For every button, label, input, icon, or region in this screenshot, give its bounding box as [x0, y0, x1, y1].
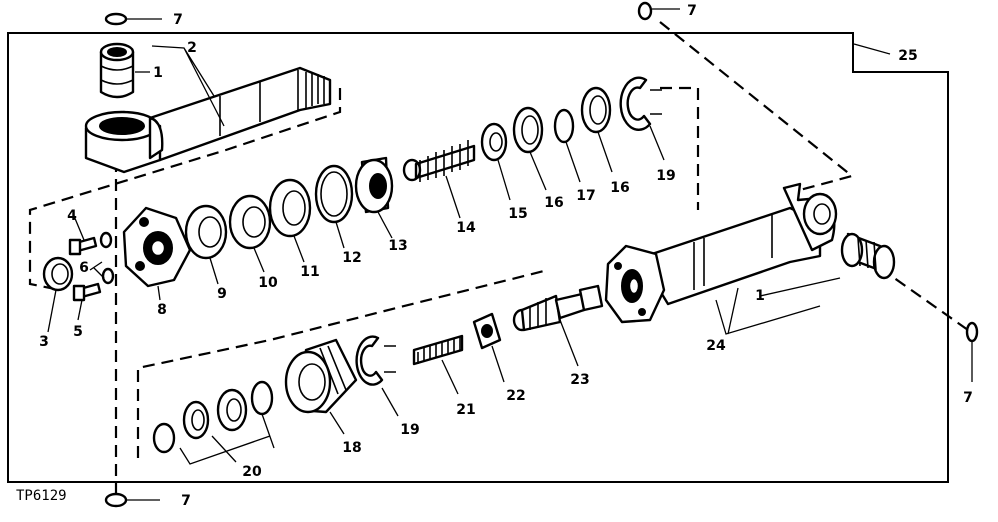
upper-assembly-dashed-line [28, 88, 342, 292]
leader-lines [47, 8, 973, 501]
piston-rod-upper [84, 66, 332, 174]
callout-16-a: 16 [544, 195, 563, 211]
o-ring-right [965, 321, 979, 343]
callout-20: 20 [242, 464, 262, 480]
callout-22: 22 [506, 388, 525, 404]
callout-3: 3 [39, 334, 49, 350]
callout-18: 18 [342, 440, 361, 456]
seal-9 [184, 204, 228, 260]
callout-7-top-left: 7 [173, 12, 183, 28]
callout-5: 5 [73, 324, 83, 340]
cap-screw-4 [68, 236, 98, 256]
callout-21: 21 [456, 402, 475, 418]
callout-24: 24 [706, 338, 726, 354]
callout-19-upper: 19 [656, 168, 675, 184]
o-ring-12-inner [320, 171, 348, 217]
cylinder-barrel-24 [604, 182, 838, 324]
callout-19-lower: 19 [400, 422, 419, 438]
upper-right-dashed-line [660, 86, 700, 210]
spring-14 [402, 140, 476, 182]
lock-washer-6a [99, 231, 113, 249]
callout-10: 10 [258, 275, 278, 291]
callout-14: 14 [456, 220, 476, 236]
figure-id: TP6129 [16, 488, 67, 504]
o-ring-12 [314, 164, 354, 224]
split-ring-19a [619, 76, 662, 131]
washer-15 [480, 122, 508, 162]
spacer-13 [354, 156, 394, 214]
ring-17 [553, 108, 575, 144]
callout-7-bottom: 7 [181, 493, 191, 509]
callout-13: 13 [388, 238, 407, 254]
callout-2: 2 [187, 40, 197, 56]
seal-11 [268, 178, 312, 238]
callout-8: 8 [157, 302, 167, 318]
lower-assembly-dashed-line [136, 268, 549, 458]
callout-labels: 7 7 7 7 1 2 25 4 6 3 5 8 9 10 11 12 13 1… [39, 3, 973, 509]
ring-16a [512, 106, 544, 154]
long-diagonal-dashed-line [659, 21, 855, 192]
piston-18 [284, 338, 358, 414]
callout-11: 11 [300, 264, 319, 280]
callout-1-lower: 1 [755, 288, 765, 304]
o-ring-top-left [104, 12, 128, 26]
callout-7-right: 7 [963, 390, 973, 406]
callout-1-upper: 1 [153, 65, 163, 81]
bushing-lower [840, 232, 896, 280]
kit-frame [7, 32, 949, 483]
valve-23 [512, 284, 604, 332]
callout-25: 25 [898, 48, 917, 64]
bushing-upper [99, 42, 135, 99]
seal-10 [228, 194, 272, 250]
callout-23: 23 [570, 372, 589, 388]
callout-12: 12 [342, 250, 361, 266]
seal-kit-20 [152, 380, 274, 454]
cap-screw-5 [72, 282, 102, 302]
callout-15: 15 [508, 206, 527, 222]
split-ring-19b [355, 335, 396, 386]
square-nut-22 [472, 312, 502, 350]
callout-17: 17 [576, 188, 595, 204]
o-ring-bottom-left [104, 492, 128, 508]
rod-guide-8 [122, 206, 192, 288]
callout-7-top-right: 7 [687, 3, 697, 19]
lock-washer-6b [101, 267, 115, 285]
right-pin-dashed-line [879, 267, 969, 331]
o-ring-top-right [637, 1, 653, 21]
wiper-3 [42, 256, 74, 292]
callout-6: 6 [79, 260, 89, 276]
callout-9: 9 [217, 286, 227, 302]
ring-16b [580, 86, 612, 134]
callout-16-b: 16 [610, 180, 629, 196]
spring-21 [412, 334, 464, 366]
callout-4: 4 [67, 208, 77, 224]
